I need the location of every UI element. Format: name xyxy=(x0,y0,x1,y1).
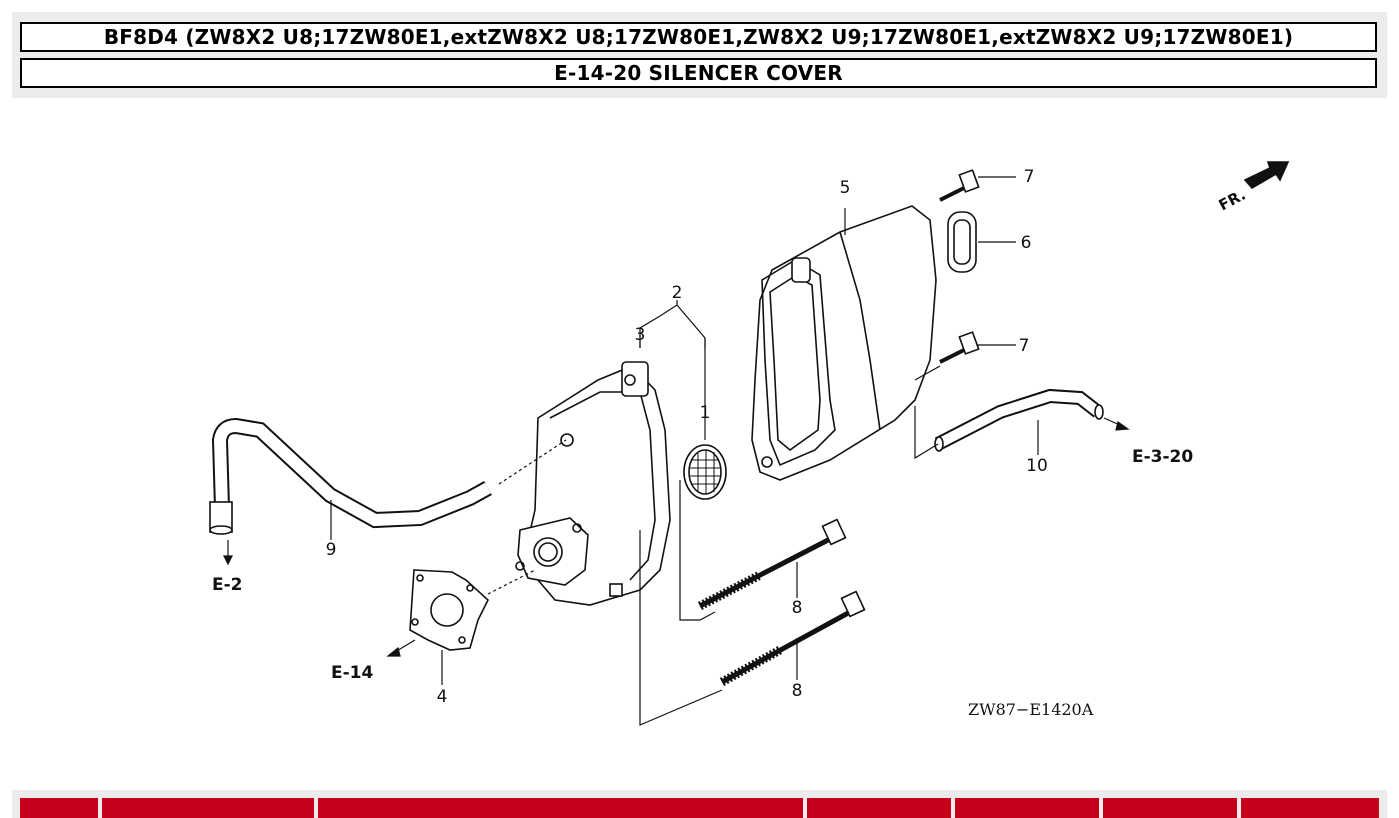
part-label-8-lower: 8 xyxy=(792,681,803,701)
part-label-7-lower: 7 xyxy=(1019,336,1030,356)
header-panel: BF8D4 (ZW8X2 U8;17ZW80E1,extZW8X2 U8;17Z… xyxy=(12,12,1387,98)
part-label-8-upper: 8 xyxy=(792,598,803,618)
parts-diagram: 1 2 3 4 5 6 7 7 8 8 9 10 E-2 E-14 E-3-20… xyxy=(0,100,1399,790)
ref-label-e320: E-3-20 xyxy=(1132,447,1193,467)
footer-table-header xyxy=(12,790,1387,818)
footer-cell-5 xyxy=(955,798,1099,818)
part-label-4: 4 xyxy=(437,687,448,707)
front-label: FR. xyxy=(1216,186,1249,215)
footer-cell-7 xyxy=(1241,798,1379,818)
ref-label-e2: E-2 xyxy=(212,575,243,595)
front-arrow-icon xyxy=(1243,161,1290,190)
footer-cell-6 xyxy=(1103,798,1237,818)
section-title: E-14-20 SILENCER COVER xyxy=(20,58,1377,88)
part-label-1: 1 xyxy=(700,403,711,423)
footer-cell-3 xyxy=(318,798,803,818)
tube-10 xyxy=(934,388,1104,452)
bolt-7-lower xyxy=(939,331,980,364)
leader-lines xyxy=(330,176,1039,726)
bolt-8-upper xyxy=(697,518,847,610)
part-label-5: 5 xyxy=(840,178,851,198)
part-label-6: 6 xyxy=(1021,233,1032,253)
exploded-view-drawing: 1 2 3 4 5 6 7 7 8 8 9 10 E-2 E-14 E-3-20… xyxy=(209,161,1290,726)
screen-1 xyxy=(683,444,727,500)
reference-arrows xyxy=(223,417,1130,657)
footer-cell-2 xyxy=(102,798,314,818)
drawing-code: ZW87−E1420A xyxy=(968,700,1094,719)
part-label-7-upper: 7 xyxy=(1024,167,1035,187)
bolt-7-upper xyxy=(939,169,980,202)
gasket-4 xyxy=(409,569,489,651)
part-label-3: 3 xyxy=(635,325,646,345)
part-label-9: 9 xyxy=(326,540,337,560)
footer-cell-1 xyxy=(20,798,98,818)
silencer-body-3 xyxy=(515,361,671,606)
model-title: BF8D4 (ZW8X2 U8;17ZW80E1,extZW8X2 U8;17Z… xyxy=(20,22,1377,52)
footer-cell-4 xyxy=(807,798,951,818)
rubber-6 xyxy=(947,211,977,273)
bolt-8-lower xyxy=(719,590,866,686)
silencer-cover-5 xyxy=(751,205,937,481)
ref-label-e14: E-14 xyxy=(331,663,373,683)
hose-9 xyxy=(209,417,492,535)
part-label-10: 10 xyxy=(1026,456,1048,476)
part-label-2: 2 xyxy=(672,283,683,303)
